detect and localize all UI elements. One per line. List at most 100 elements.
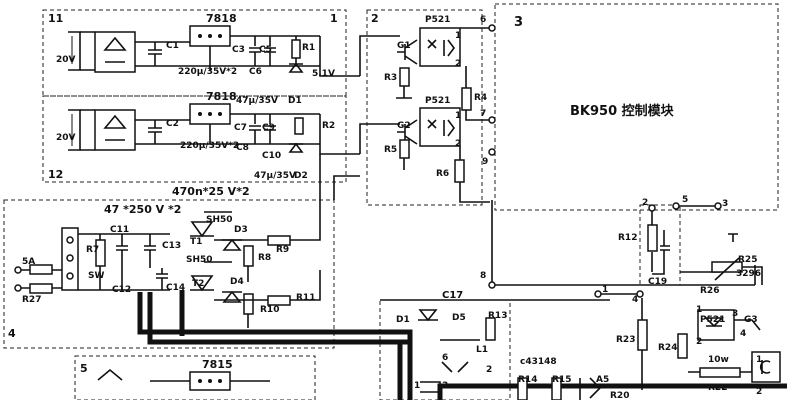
c6-label: C6 — [249, 67, 262, 77]
c14-label: C14 — [166, 283, 185, 293]
sh50-bottom-label: SH50 — [186, 255, 213, 265]
r13-label: R13 — [488, 311, 507, 321]
r25-label: R25 — [738, 255, 757, 265]
optocoupler-1-label: P521 — [425, 15, 450, 25]
sw-label: SW — [88, 271, 104, 281]
block-5-frame — [74, 355, 316, 400]
opto2-pin-2: 2 — [455, 139, 461, 149]
d1-label: D1 — [288, 96, 302, 106]
block-4-number: 4 — [8, 327, 16, 340]
c19-label: C19 — [648, 277, 667, 287]
opto1-pin-1: 1 — [455, 31, 461, 41]
pot-value: 3296 — [736, 269, 761, 279]
power-bus-2 — [147, 292, 412, 345]
c7-label: C7 — [234, 123, 247, 133]
pin-4-label: 4 — [632, 295, 638, 305]
optocoupler-block — [359, 27, 490, 203]
t2-label: T2 — [192, 279, 204, 289]
pd-pin-2: 2 — [486, 365, 492, 375]
output-pin-1: 1 — [756, 355, 762, 365]
supply-block-mid — [68, 103, 360, 155]
c13-label: C13 — [162, 241, 181, 251]
pin-3-label: 3 — [722, 199, 728, 209]
d1-lower-label: D1 — [396, 315, 410, 325]
output-stage — [594, 290, 781, 390]
r4-label: R4 — [474, 93, 487, 103]
r2-label: R2 — [322, 121, 335, 131]
c11-label: C11 — [110, 225, 129, 235]
d4-label: D4 — [230, 277, 244, 287]
module-pin-8 — [488, 281, 496, 289]
regulator-mid-label: 7818 — [206, 90, 237, 103]
r5-label: R5 — [384, 145, 397, 155]
r10-label: R10 — [260, 305, 279, 315]
w10-label: 10w — [708, 355, 729, 365]
sh50-top-label: SH50 — [206, 215, 233, 225]
ic-label: c43148 — [520, 357, 557, 367]
cap-top-value: 220μ/35V*2 — [178, 67, 237, 77]
opto2-pin-1: 1 — [455, 111, 461, 121]
r14-label: R14 — [518, 375, 537, 385]
c9-label: C9 — [262, 123, 275, 133]
c5-label: C5 — [259, 45, 272, 55]
control-module-label: BK950 控制模块 — [570, 103, 675, 119]
pin-2-label: 2 — [642, 198, 648, 208]
power-bus-1 — [137, 292, 413, 400]
c8-label: C8 — [236, 143, 249, 153]
pd-pin-3: 3 — [442, 381, 448, 391]
optocoupler-2-label: P521 — [425, 96, 450, 106]
r12-label: R12 — [618, 233, 637, 243]
block-11-number: 11 — [48, 12, 63, 25]
c17-block — [380, 299, 610, 400]
snubber-main-value: 470n*25 V*2 — [172, 185, 250, 198]
block-r12-frame — [639, 204, 681, 286]
optocoupler-3-label: P521 — [700, 315, 725, 325]
opto1-pin-2: 2 — [455, 59, 461, 69]
r27-label: R27 — [22, 295, 41, 305]
block-3-frame — [494, 3, 779, 211]
l1-label: L1 — [476, 345, 488, 355]
fuse-label: 5A — [22, 257, 35, 267]
block-12-frame — [42, 95, 347, 183]
pin-9-label: 9 — [482, 157, 488, 167]
pd-pin-1: 1 — [414, 381, 420, 391]
a5-label: A5 — [596, 375, 609, 385]
r11-label: R11 — [296, 293, 315, 303]
block-12-number: 12 — [48, 168, 63, 181]
r25-pot — [680, 233, 763, 285]
c12-label: C12 — [112, 285, 131, 295]
d2-label: D2 — [294, 171, 308, 181]
cap-mid-value: 220μ/35V*2 — [180, 141, 239, 151]
r20-label: R20 — [610, 391, 629, 400]
block-4-frame — [3, 199, 335, 349]
block-1-number: 1 — [330, 12, 338, 25]
pin-1-label: 1 — [602, 285, 608, 295]
r23-label: R23 — [616, 335, 635, 345]
block-1-frame — [42, 9, 347, 97]
pe-pin-2: 2 — [696, 337, 702, 347]
pin-5-label: 5 — [682, 195, 688, 205]
r3-label: R3 — [384, 73, 397, 83]
r6-label: R6 — [436, 169, 449, 179]
d5-label: D5 — [452, 313, 466, 323]
zener-mid-value: 47μ/35V — [254, 171, 296, 181]
zener-top-value: 47μ/35V — [236, 96, 278, 106]
r8-label: R8 — [258, 253, 271, 263]
pe-pin-1: 1 — [696, 305, 702, 315]
c1-label: C1 — [166, 41, 179, 51]
regulator-top-label: 7818 — [206, 12, 237, 25]
pd-pin-6: 6 — [442, 353, 448, 363]
r12-c19-network — [647, 202, 722, 275]
output-pin-2: 2 — [756, 387, 762, 397]
pe-pin-3: 3 — [732, 309, 738, 319]
pin-7-label: 7 — [480, 109, 486, 119]
c2-label: C2 — [166, 119, 179, 129]
r1-label: R1 — [302, 43, 315, 53]
r9-label: R9 — [276, 245, 289, 255]
c17-label: C17 — [442, 290, 463, 301]
pin-6-label: 6 — [480, 15, 486, 25]
regulator-bottom-label: 7815 — [202, 358, 233, 371]
r24-label: R24 — [658, 343, 677, 353]
d3-label: D3 — [234, 225, 248, 235]
